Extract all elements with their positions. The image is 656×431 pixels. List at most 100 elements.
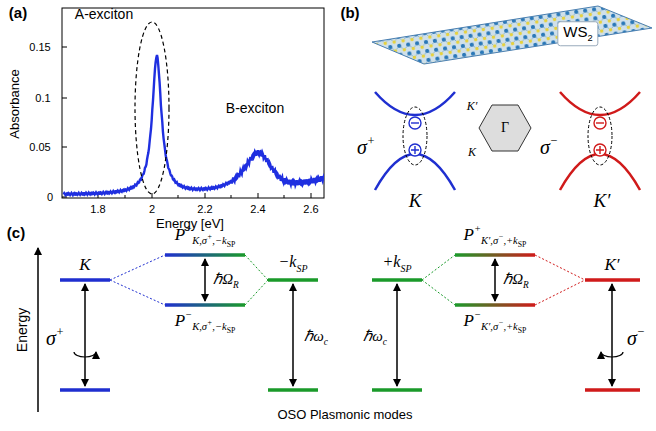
math-index: +: [207, 318, 212, 327]
math-index: K′,σ: [481, 235, 498, 246]
k-prime-valley-bands-part: [560, 92, 640, 115]
text-label: OSO Plasmonic modes: [277, 407, 412, 422]
text-label: +k: [383, 253, 401, 270]
text-label: K′: [467, 99, 478, 113]
text-label: B-exciton: [226, 100, 284, 116]
text-label: 0.1: [35, 92, 50, 104]
math-index: R: [523, 280, 529, 290]
label-group: K: [79, 256, 90, 273]
text-label: ℏω: [304, 328, 324, 344]
transition-arrows-part: [204, 259, 206, 301]
label-group: 0.15: [29, 42, 50, 53]
dashed-ellipse: [135, 22, 169, 194]
electron-hole-k-prime-part: [594, 144, 606, 156]
label-group: 0.1: [35, 93, 50, 104]
math-index: −: [498, 232, 503, 241]
label-group: σ−: [627, 326, 645, 348]
math-index: c: [324, 337, 328, 347]
plot-axes-part: [62, 47, 311, 198]
label-group: P+K,σ+,−kSP: [175, 224, 236, 249]
label-group: ℏΩR: [503, 272, 529, 290]
text-label: (b): [340, 4, 359, 21]
label-group: B-exciton: [226, 101, 284, 115]
label-group: OSO Plasmonic modes: [277, 408, 412, 421]
electron-hole-k-part: [409, 117, 421, 129]
transition-arrows: [85, 259, 612, 386]
label-group: Absorbance: [8, 69, 21, 138]
label-group: K′: [467, 100, 478, 112]
label-group: K′: [604, 256, 619, 273]
label-group: (b): [340, 5, 359, 20]
label-group: σ+: [357, 135, 375, 157]
text-label: K: [468, 145, 476, 159]
label-group: 1.8: [90, 204, 105, 215]
label-group: (c): [7, 225, 25, 240]
electron-hole-k-prime-part: [596, 146, 604, 154]
electron-hole-k-part: [411, 122, 419, 123]
energy-axis-arrow: [37, 248, 39, 412]
label-group: 2.2: [197, 204, 212, 215]
math-index: ,−k: [212, 235, 226, 246]
math-index: K,σ: [192, 321, 207, 332]
label-group: K′: [594, 191, 611, 210]
k-prime-valley-bands: [560, 92, 640, 190]
electron-hole-k-part: [411, 146, 419, 154]
transition-arrows-part: [396, 284, 398, 386]
label-group: 0: [47, 192, 53, 203]
text-label: −k: [279, 253, 297, 270]
text-label: 2.4: [250, 203, 265, 215]
text-label: K: [79, 255, 90, 274]
text-label: σ: [627, 327, 637, 349]
label-group: 2.4: [250, 204, 265, 215]
circular-polarization-arrows-part: [601, 352, 623, 357]
math-index: SP: [518, 239, 527, 248]
math-index: −: [550, 134, 558, 148]
math-index: SP: [227, 325, 236, 334]
text-label: WS: [563, 23, 587, 40]
k-prime-valley-bands-part: [560, 154, 640, 190]
math-index: −: [637, 325, 645, 339]
math-index: R: [233, 280, 239, 290]
label-group: 2.6: [303, 204, 318, 215]
coupling-lines: [110, 255, 585, 305]
math-index: −: [474, 309, 481, 320]
absorbance-curve: [64, 55, 325, 195]
plot-axes-part: [62, 8, 324, 198]
text-label: A-exciton: [75, 6, 133, 22]
energy-levels: [60, 255, 640, 390]
label-group: A-exciton: [75, 7, 133, 21]
math-index: ,+k: [503, 235, 517, 246]
k-valley-bands: [375, 92, 455, 190]
label-group: ℏΩR: [213, 272, 239, 290]
coupling-lines-part: [245, 255, 455, 305]
label-group: P+K′,σ−,+kSP: [464, 224, 527, 249]
coupling-lines-part: [535, 255, 585, 305]
text-label: K′: [604, 255, 619, 274]
dashed-ellipse: [403, 107, 427, 165]
label-group: 2: [149, 204, 155, 215]
text-label: σ: [357, 136, 367, 158]
label-group: +kSP: [383, 254, 412, 273]
text-label: ℏΩ: [213, 271, 233, 287]
math-index: −: [498, 318, 503, 327]
transition-arrows-part: [611, 284, 613, 386]
energy-levels-part: [585, 280, 640, 390]
label-group: ℏωc: [304, 329, 328, 347]
k-valley-bands-part: [375, 92, 455, 115]
math-index: K,σ: [192, 235, 207, 246]
text-label: ℏΩ: [503, 271, 523, 287]
math-index: −: [185, 309, 192, 320]
math-index: SP: [227, 239, 236, 248]
math-index: K′,σ: [481, 321, 498, 332]
electron-hole-k-prime-part: [596, 122, 604, 123]
electron-hole-k-part: [409, 144, 421, 156]
brillouin-zone: [479, 105, 531, 151]
energy-levels-part: [268, 280, 422, 390]
text-label: P: [464, 224, 474, 243]
math-index: SP: [518, 325, 527, 334]
label-group: P−K′,σ−,+kSP: [464, 310, 527, 335]
energy-levels-part: [455, 255, 535, 305]
text-label: P: [175, 310, 185, 329]
label-group: (a): [9, 5, 27, 20]
